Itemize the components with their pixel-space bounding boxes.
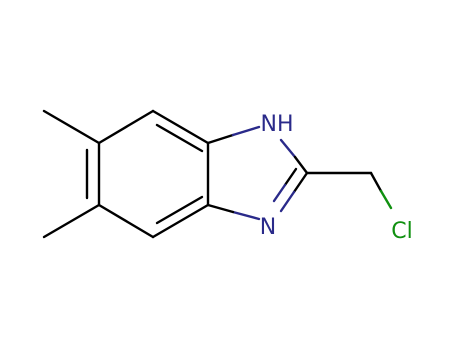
bond-c2-n3-b bbox=[279, 190, 296, 213]
bond-c2-n3-a bbox=[292, 171, 309, 194]
bond-n3-c3a-a bbox=[231, 210, 261, 221]
bond-ring-2 bbox=[151, 109, 210, 145]
bond-methyl-bottom bbox=[42, 203, 101, 239]
bond-ring-4 bbox=[151, 203, 210, 239]
bond-methyl-top bbox=[42, 109, 101, 145]
bond-ch2-cl-b bbox=[379, 189, 393, 210]
bond-ring-5 bbox=[97, 203, 155, 239]
bond-n1-c2-a bbox=[279, 138, 297, 159]
atom-cl-label: Cl bbox=[391, 219, 412, 244]
bond-ring-1 bbox=[97, 109, 155, 145]
bond-c2-n3-inner-b bbox=[272, 183, 287, 203]
atom-n-label: N bbox=[260, 215, 276, 240]
bond-ring-2-inner bbox=[155, 123, 204, 153]
bond-c7a-n1-b bbox=[231, 125, 261, 137]
bond-ch2-cl-a bbox=[369, 171, 383, 193]
bond-c7a-n1-a bbox=[206, 133, 235, 145]
bond-n1-c2-b bbox=[293, 155, 309, 175]
bond-ring-4-inner bbox=[155, 195, 204, 225]
bond-c2-n3-inner-a bbox=[283, 167, 298, 187]
bonds bbox=[42, 109, 393, 239]
atom-nh-label: NH bbox=[261, 112, 294, 137]
bond-n3-c3a-b bbox=[206, 203, 235, 214]
atom-labels: NH N Cl bbox=[260, 112, 413, 244]
